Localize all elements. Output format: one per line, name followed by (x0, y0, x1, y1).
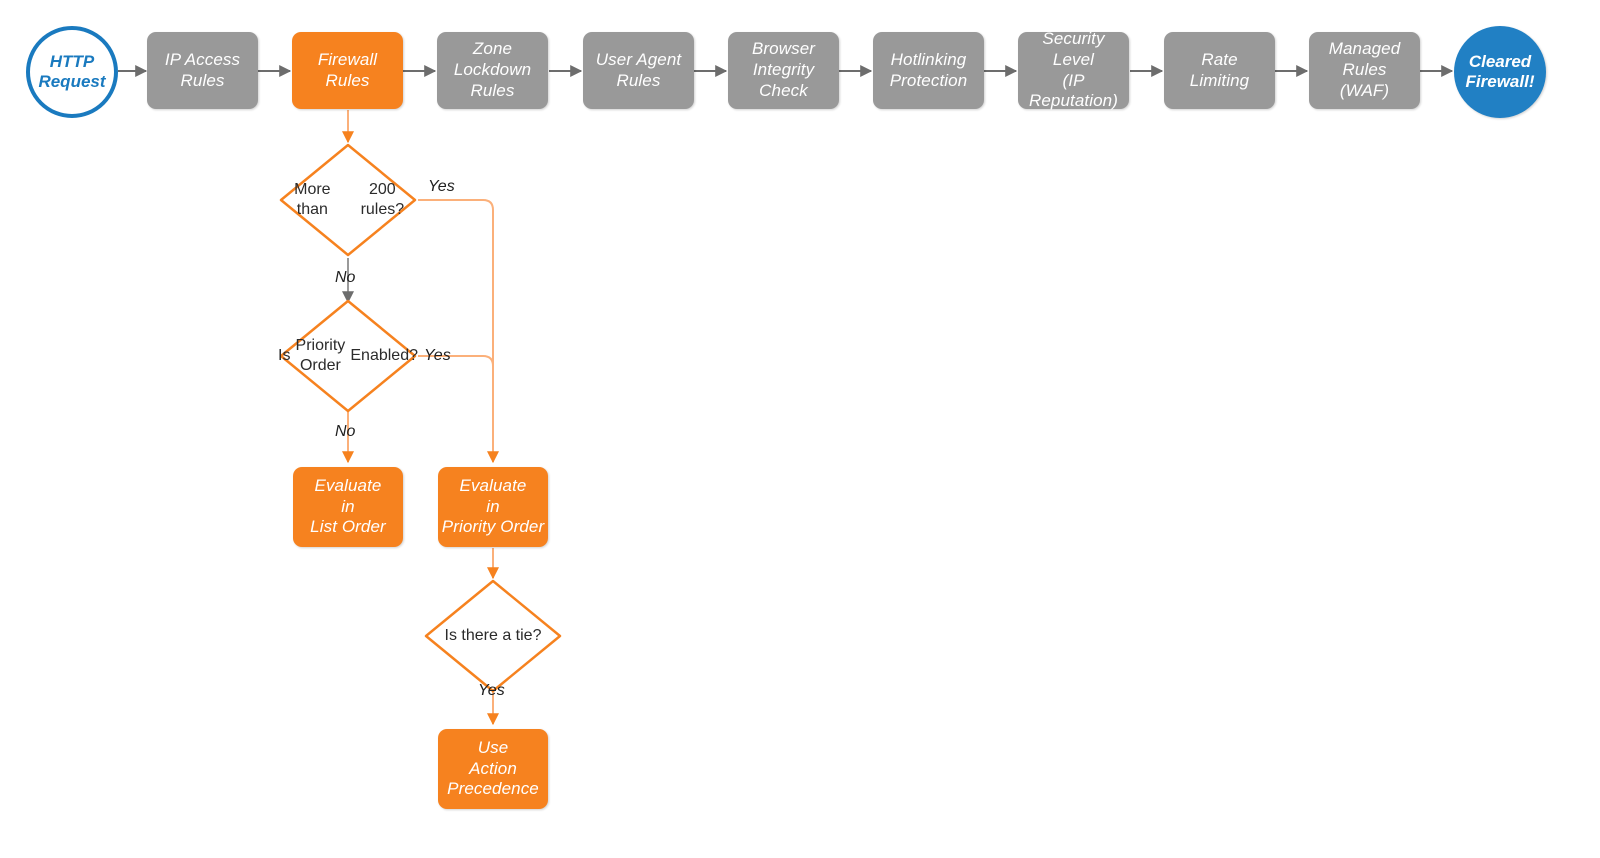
edge-label-tie-yes: Yes (478, 682, 505, 699)
edge-label-more-than-200-yes: Yes (428, 178, 455, 195)
decision-is-there-a-tie[interactable]: Is there a tie? (423, 578, 563, 694)
edge-label-priority-order-yes: Yes (424, 347, 451, 364)
diamond-shape (424, 579, 562, 693)
diamond-shape (279, 299, 417, 413)
decision-is-there-a-tie-label: Is there a tie? (444, 627, 542, 644)
edge-label-more-than-200-no: No (335, 269, 356, 286)
diamond-shape (279, 143, 417, 257)
edge-more-than-200-yes (418, 199, 499, 464)
edge-label-priority-order-no: No (335, 423, 356, 440)
